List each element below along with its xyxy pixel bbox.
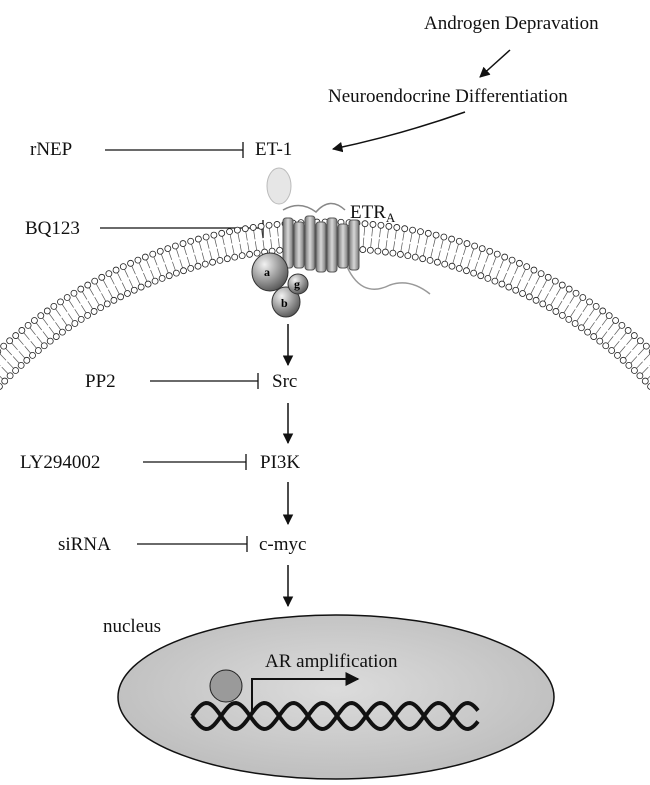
etra-label: ETRA [350, 203, 395, 224]
transcription-start-arrow [251, 672, 360, 715]
nucleus-label: nucleus [103, 616, 162, 637]
etra-receptor [282, 202, 431, 295]
arrow-stimulus-to-differentiation [479, 49, 511, 78]
et1-label: ET-1 [255, 139, 293, 160]
pi3k-label: PI3K [260, 452, 301, 473]
dna-helix [190, 701, 480, 731]
androgen-deprivation-label: Androgen Depravation [424, 13, 599, 34]
subunit-label-b: b [281, 296, 288, 310]
g-protein-beta [271, 286, 301, 318]
et1-ligand-shape [266, 167, 292, 205]
arrow-differentiation-to-et1 [331, 111, 466, 153]
ly294002-label: LY294002 [20, 452, 101, 473]
src-label: Src [272, 371, 298, 392]
subunit-label-g: g [294, 277, 300, 291]
nucleus-shape [117, 614, 555, 780]
etra-name: ETR [350, 202, 386, 223]
subunit-label-a: a [264, 265, 270, 279]
pp2-label: PP2 [85, 371, 116, 392]
bq123-label: BQ123 [25, 218, 80, 239]
transcription-factor [209, 669, 243, 703]
neuroendocrine-differentiation-label: Neuroendocrine Differentiation [328, 86, 568, 107]
g-protein-alpha [251, 252, 289, 292]
rnep-label: rNEP [30, 139, 73, 160]
g-protein-gamma [287, 273, 309, 295]
etra-subscript: A [385, 210, 396, 225]
cmyc-label: c-myc [259, 534, 307, 555]
ar-amplification-label: AR amplification [265, 651, 398, 672]
sirna-label: siRNA [58, 534, 111, 555]
